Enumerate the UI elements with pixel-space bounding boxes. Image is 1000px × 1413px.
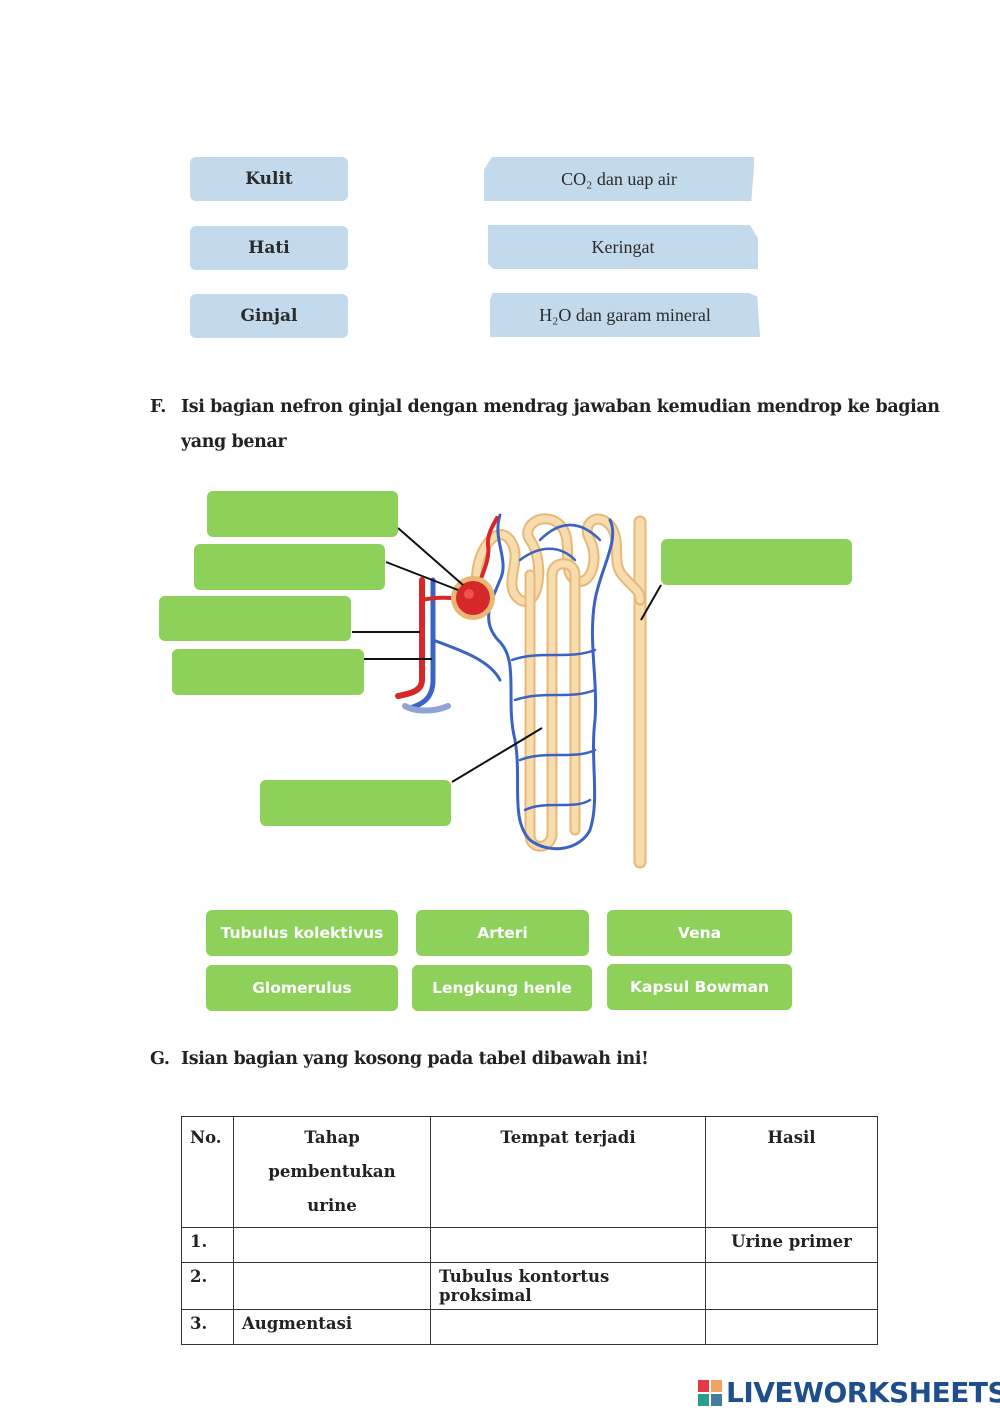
- header-tahap: Tahap pembentukan urine: [233, 1116, 431, 1228]
- match-right-h2o[interactable]: H₂O dan garam mineral: [490, 293, 760, 337]
- row3-tahap: Augmentasi: [233, 1309, 431, 1345]
- header-tempat: Tempat terjadi: [430, 1116, 706, 1228]
- row2-tahap-input[interactable]: [233, 1262, 431, 1310]
- section-f-question-line2: yang benar: [181, 432, 287, 452]
- row3-no: 3.: [181, 1309, 234, 1345]
- table-row: 1. Urine primer: [181, 1227, 878, 1263]
- answer-chip-tubulus-kolektivus[interactable]: Tubulus kolektivus: [206, 910, 398, 956]
- drop-zone-3[interactable]: [159, 596, 351, 641]
- row1-no: 1.: [181, 1227, 234, 1263]
- liveworksheets-logo-icon: [698, 1379, 722, 1406]
- row2-hasil-input[interactable]: [705, 1262, 878, 1310]
- match-left-ginjal[interactable]: Ginjal: [190, 294, 348, 338]
- liveworksheets-logo-text: LIVEWORKSHEETS: [726, 1376, 1000, 1409]
- row3-hasil-input[interactable]: [705, 1309, 878, 1345]
- liveworksheets-logo: LIVEWORKSHEETS: [698, 1376, 1000, 1409]
- row1-tempat-input[interactable]: [430, 1227, 706, 1263]
- drop-zone-1[interactable]: [207, 491, 398, 537]
- section-g-question: Isian bagian yang kosong pada tabel diba…: [181, 1049, 649, 1069]
- header-hasil: Hasil: [705, 1116, 878, 1228]
- section-g-letter: G.: [150, 1049, 170, 1069]
- row3-tempat-input[interactable]: [430, 1309, 706, 1345]
- row2-no: 2.: [181, 1262, 234, 1310]
- drop-zone-6[interactable]: [661, 539, 852, 585]
- table-row: 2. Tubulus kontortus proksimal: [181, 1262, 878, 1310]
- match-right-co2[interactable]: CO₂ dan uap air: [484, 157, 754, 201]
- nephron-diagram: [352, 513, 662, 869]
- drop-zone-4[interactable]: [172, 649, 364, 695]
- table-row: 3. Augmentasi: [181, 1309, 878, 1345]
- drop-zone-5[interactable]: [260, 780, 451, 826]
- match-left-hati[interactable]: Hati: [190, 226, 348, 270]
- answer-chip-lengkung-henle[interactable]: Lengkung henle: [412, 965, 592, 1011]
- drop-zone-2[interactable]: [194, 544, 385, 590]
- answer-chip-vena[interactable]: Vena: [607, 910, 792, 956]
- header-no: No.: [181, 1116, 234, 1228]
- section-f-letter: F.: [150, 397, 166, 417]
- answer-chip-glomerulus[interactable]: Glomerulus: [206, 965, 398, 1011]
- table-header-row: No. Tahap pembentukan urine Tempat terja…: [181, 1116, 878, 1228]
- row2-tempat: Tubulus kontortus proksimal: [430, 1262, 706, 1310]
- urine-formation-table: No. Tahap pembentukan urine Tempat terja…: [181, 1116, 878, 1345]
- match-left-kulit[interactable]: Kulit: [190, 157, 348, 201]
- answer-chip-kapsul-bowman[interactable]: Kapsul Bowman: [607, 964, 792, 1010]
- section-f-question-line1: Isi bagian nefron ginjal dengan mendrag …: [181, 397, 940, 417]
- row1-tahap-input[interactable]: [233, 1227, 431, 1263]
- row1-hasil: Urine primer: [705, 1227, 878, 1263]
- answer-chip-arteri[interactable]: Arteri: [416, 910, 589, 956]
- match-right-keringat[interactable]: Keringat: [488, 225, 758, 269]
